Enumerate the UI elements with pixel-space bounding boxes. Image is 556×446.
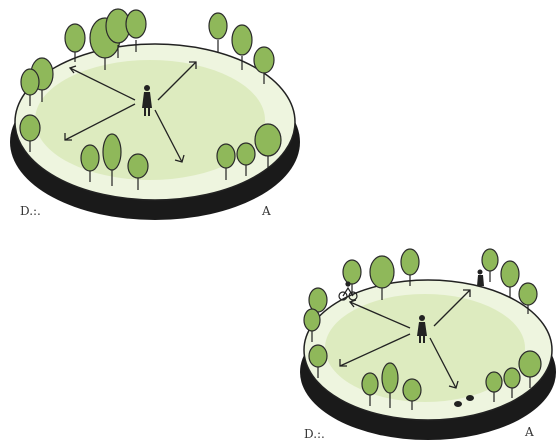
circle-diagram-1: D.:. A: [10, 9, 300, 220]
tree: [501, 261, 519, 298]
walker-figure: [477, 270, 484, 287]
tree: [209, 13, 227, 52]
caption-left: D.:.: [20, 204, 41, 218]
caption-left: D.:.: [304, 427, 325, 441]
tree: [482, 249, 498, 282]
caption-right: A: [261, 204, 271, 218]
circle-diagram-2: D.:. A: [300, 249, 556, 441]
caption-right: A: [524, 425, 534, 439]
tree: [343, 260, 361, 294]
